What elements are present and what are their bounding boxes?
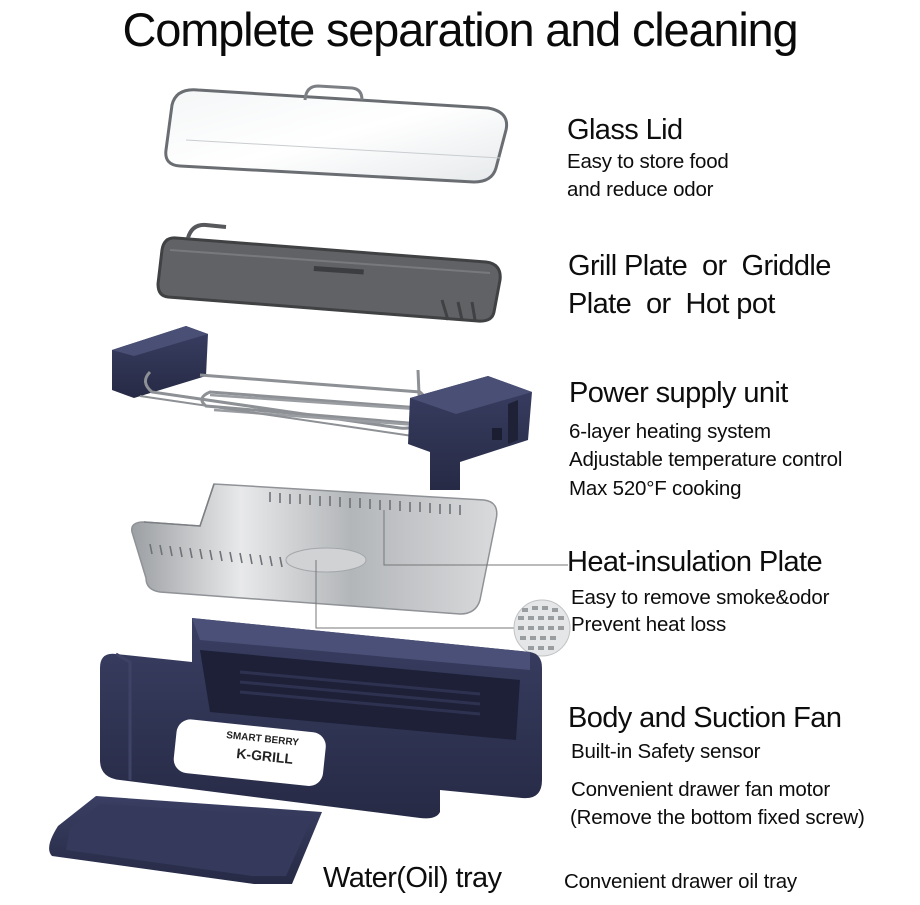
power-supply-detail-2: Adjustable temperature control [569,448,843,471]
badge-model: K-GRILL [236,745,295,767]
body-suction-fan-image: SMART BERRY K-GRILL [100,618,542,819]
heat-insulation-plate-image [131,483,571,657]
body-fan-detail-3: (Remove the bottom fixed screw) [570,806,865,829]
power-supply-unit-image [112,326,532,490]
glass-lid-heading: Glass Lid [567,114,683,146]
tray-note: Convenient drawer oil tray [564,870,797,893]
power-supply-detail-1: 6-layer heating system [569,420,771,443]
body-fan-detail-1: Built-in Safety sensor [571,740,761,763]
tray-label: Water(Oil) tray [323,862,502,894]
body-fan-detail-2: Convenient drawer fan motor [571,778,830,801]
heat-insulation-heading: Heat-insulation Plate [567,546,823,578]
heat-insulation-detail-2: Prevent heat loss [571,613,726,636]
glass-lid-image [164,84,509,184]
power-supply-heading: Power supply unit [569,377,788,409]
body-fan-heading: Body and Suction Fan [568,702,842,734]
page-title: Complete separation and cleaning [122,3,799,56]
heat-insulation-detail-1: Easy to remove smoke&odor [571,586,830,609]
grill-plate-heading-line-1: Grill Plate or Griddle [568,250,831,282]
grill-plate-image [156,222,502,323]
power-supply-detail-3: Max 520°F cooking [569,477,742,500]
glass-lid-detail-2: and reduce odor [567,178,714,201]
water-oil-tray-image [49,796,322,884]
grill-plate-heading-line-2: Plate or Hot pot [568,288,775,320]
glass-lid-detail-1: Easy to store food [567,150,729,173]
